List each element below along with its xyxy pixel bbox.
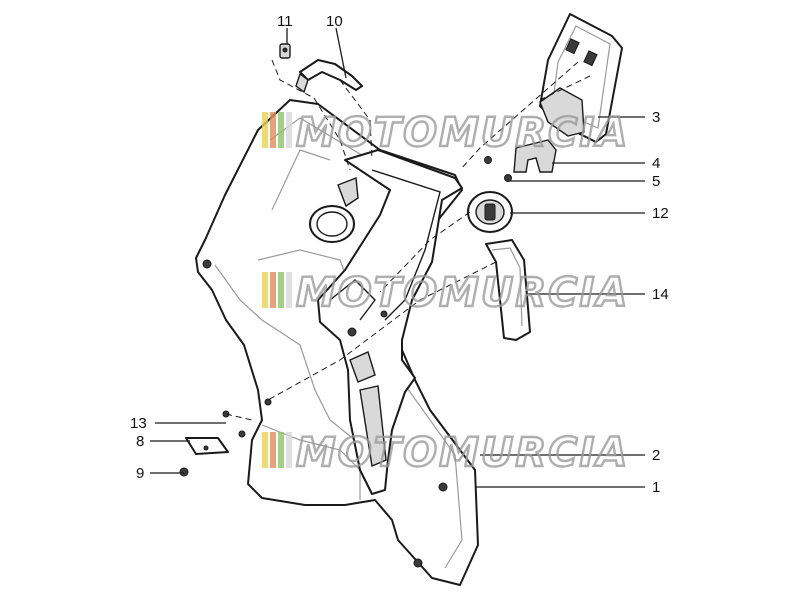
watermark-stripe — [270, 432, 276, 468]
callout-4: 4 — [652, 155, 660, 172]
callout-9: 9 — [136, 465, 144, 482]
callout-12: 12 — [652, 205, 669, 222]
watermark-stripe — [270, 272, 276, 308]
watermark-middle: MOTOMURCIA — [262, 269, 629, 317]
callout-labels: 11 10 3 4 5 12 14 2 1 13 8 9 — [130, 13, 669, 496]
callout-1: 1 — [652, 479, 660, 496]
part-9-screw — [179, 467, 189, 477]
callout-8: 8 — [136, 433, 144, 450]
part-13-screws — [222, 410, 246, 438]
watermark-stripe — [278, 272, 284, 308]
part-5-screw — [484, 156, 512, 182]
watermark-stripe — [262, 432, 268, 468]
part-10-bracket — [295, 59, 363, 94]
part-8-trim-plate — [185, 437, 229, 455]
callout-11: 11 — [277, 13, 293, 30]
callout-2: 2 — [652, 447, 660, 464]
part-4-hinge — [513, 139, 557, 173]
watermark-logo-text: MOTOMURCIA — [296, 110, 629, 156]
watermark-logo-text: MOTOMURCIA — [296, 270, 629, 316]
watermark-logo-text: MOTOMURCIA — [296, 430, 629, 476]
watermark-stripe — [278, 112, 284, 148]
watermark-stripe — [262, 272, 268, 308]
callout-5: 5 — [652, 173, 660, 190]
callout-13: 13 — [130, 415, 147, 432]
leader-lines — [150, 27, 645, 488]
watermark-stripe — [270, 112, 276, 148]
callout-10: 10 — [326, 13, 343, 30]
callout-3: 3 — [652, 109, 660, 126]
watermark-stripe — [286, 272, 292, 308]
watermark-bottom: MOTOMURCIA — [262, 429, 629, 477]
part-14-cover-plate — [485, 239, 531, 341]
watermark-stripe — [262, 112, 268, 148]
watermark-top: MOTOMURCIA — [262, 109, 629, 157]
watermark-stripe — [286, 432, 292, 468]
watermark-stripe — [278, 432, 284, 468]
watermark-stripe — [286, 112, 292, 148]
callout-14: 14 — [652, 286, 669, 303]
part-12-lock — [467, 191, 513, 233]
part-11-clip — [279, 43, 291, 59]
part-3-glovebox-door — [539, 13, 623, 143]
assembly-lines — [225, 59, 591, 421]
